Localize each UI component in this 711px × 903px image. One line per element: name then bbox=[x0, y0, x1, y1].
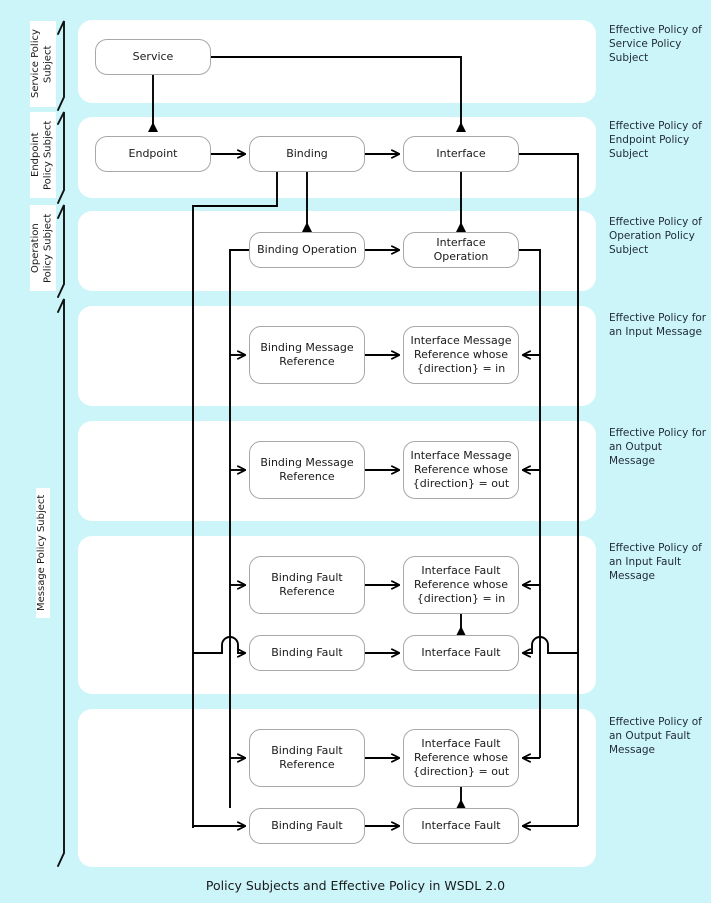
node-endpoint[interactable]: Endpoint bbox=[95, 136, 211, 172]
node-binding-operation[interactable]: Binding Operation bbox=[249, 232, 365, 268]
node-binding-fault-in[interactable]: Binding Fault bbox=[249, 635, 365, 671]
node-label: Binding bbox=[286, 146, 328, 160]
effective-policy-label-output-fault-message: Effective Policy of an Output Fault Mess… bbox=[609, 716, 702, 756]
node-interface-operation[interactable]: Interface Operation bbox=[403, 232, 519, 268]
node-interface-fault-in[interactable]: Interface Fault bbox=[403, 635, 519, 671]
node-interface-fault-out[interactable]: Interface Fault bbox=[403, 808, 519, 844]
node-label: Binding Fault bbox=[271, 645, 343, 659]
effective-policy-label-input-message: Effective Policy for an Input Message bbox=[609, 312, 707, 338]
effective-policy-label-output-message: Effective Policy for an Output Message bbox=[609, 427, 707, 467]
node-binding-fault-out[interactable]: Binding Fault bbox=[249, 808, 365, 844]
effective-policy-label-service: Effective Policy of Service Policy Subje… bbox=[609, 24, 702, 64]
node-label: Endpoint bbox=[128, 146, 178, 160]
effective-policy-label-endpoint: Effective Policy of Endpoint Policy Subj… bbox=[609, 120, 702, 160]
node-label: Binding Operation bbox=[257, 242, 357, 256]
node-interface[interactable]: Interface bbox=[403, 136, 519, 172]
node-label: Interface Fault bbox=[421, 645, 501, 659]
node-binding[interactable]: Binding bbox=[249, 136, 365, 172]
bracket-label-message-policy-subject: Message Policy Subject bbox=[36, 488, 50, 618]
bracket-service bbox=[57, 20, 65, 111]
effective-policy-label-operation: Effective Policy of Operation Policy Sub… bbox=[609, 216, 702, 256]
node-label: Service bbox=[132, 49, 174, 63]
node-label: Binding Fault bbox=[271, 818, 343, 832]
diagram-caption: Policy Subjects and Effective Policy in … bbox=[205, 878, 506, 893]
node-label: Interface bbox=[436, 146, 486, 160]
node-label: Interface Operation bbox=[433, 235, 489, 263]
node-label: Interface Fault bbox=[421, 818, 501, 832]
node-service[interactable]: Service bbox=[95, 39, 211, 75]
effective-policy-label-input-fault-message: Effective Policy of an Input Fault Messa… bbox=[609, 542, 702, 582]
